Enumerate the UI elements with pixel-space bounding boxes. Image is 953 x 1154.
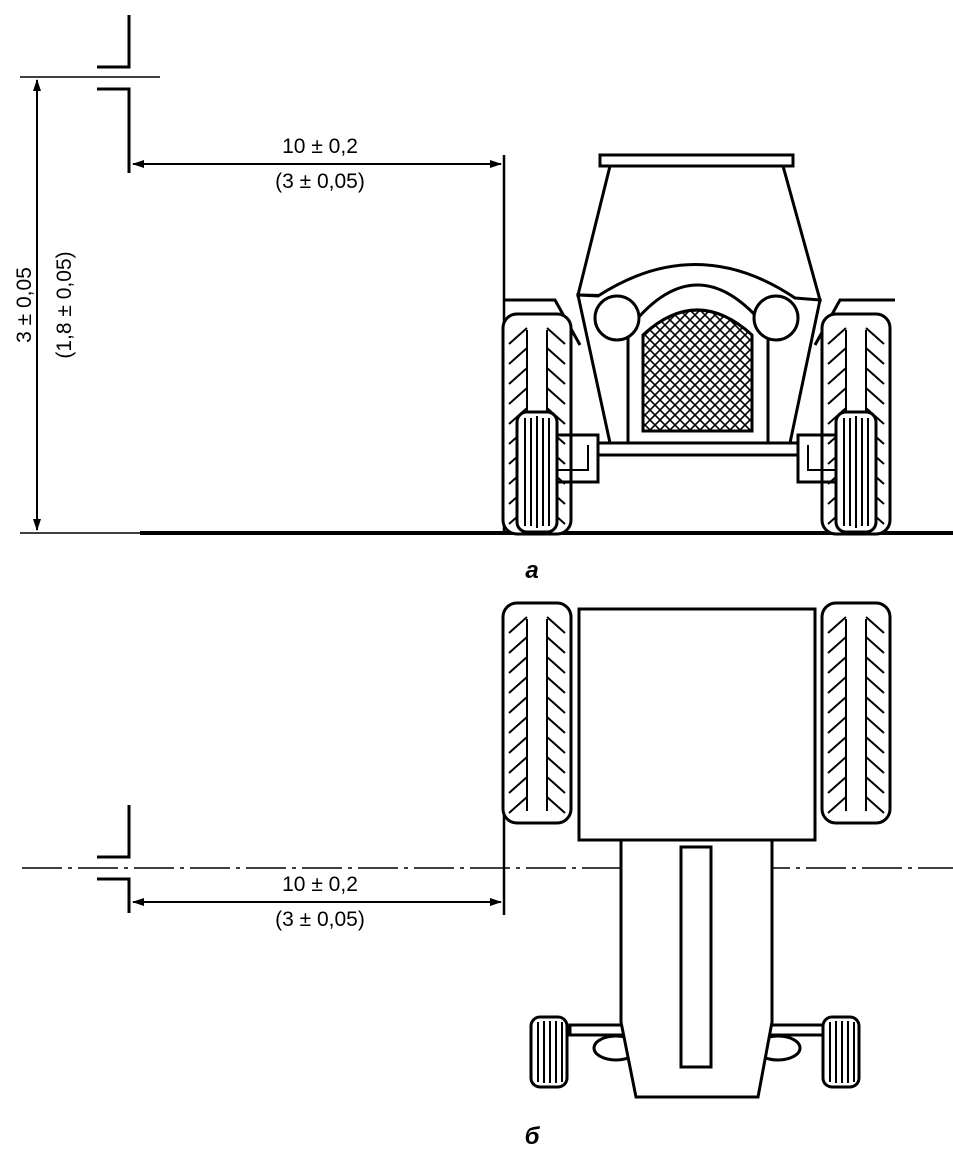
headlight-left bbox=[593, 294, 641, 342]
view-b-top: 10 ± 0,2 (3 ± 0,05) б bbox=[22, 603, 953, 1150]
horizontal-dimension-secondary-b: (3 ± 0,05) bbox=[275, 908, 365, 931]
caption-view-a: а bbox=[525, 557, 538, 584]
axle-bracket-right bbox=[796, 433, 840, 484]
vertical-dimension-secondary: (1,8 ± 0,05) bbox=[53, 251, 76, 358]
rear-tire-left-top bbox=[503, 603, 571, 823]
front-tire-right-top bbox=[821, 1015, 861, 1089]
axle-bracket-left bbox=[556, 433, 600, 484]
tractor-front bbox=[503, 153, 895, 534]
cab-roof bbox=[598, 153, 795, 168]
horizontal-dimension-primary-b: 10 ± 0,2 bbox=[282, 873, 358, 896]
cab-top bbox=[577, 607, 817, 842]
front-tire-right bbox=[834, 410, 878, 534]
horizontal-dimension-secondary-a: (3 ± 0,05) bbox=[275, 170, 365, 193]
tractor-top bbox=[503, 603, 890, 1099]
front-tire-left-top bbox=[529, 1015, 569, 1089]
radiator-grille bbox=[641, 308, 754, 433]
reference-marker-top bbox=[20, 15, 160, 173]
reference-marker-bottom bbox=[97, 805, 131, 913]
view-a-front: 3 ± 0,05 (1,8 ± 0,05) 10 ± 0,2 (3 ± 0,05… bbox=[13, 15, 953, 584]
front-axle bbox=[596, 441, 800, 457]
caption-view-b: б bbox=[525, 1123, 541, 1150]
vertical-dimension-primary: 3 ± 0,05 bbox=[13, 267, 36, 343]
front-tire-left bbox=[515, 410, 559, 534]
rear-tire-right-top bbox=[822, 603, 890, 823]
horizontal-dimension-primary-a: 10 ± 0,2 bbox=[282, 135, 358, 158]
exhaust-strip bbox=[679, 845, 713, 1069]
headlight-right bbox=[752, 294, 800, 342]
